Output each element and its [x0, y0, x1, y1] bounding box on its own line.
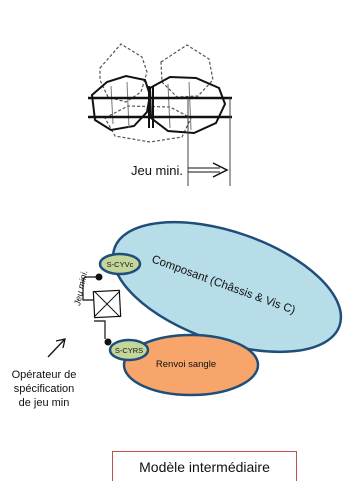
operator-pointer-arrowhead: [55, 338, 66, 349]
gap-operator-symbol: [92, 289, 122, 319]
operator-caption-line2: spécification: [14, 383, 75, 395]
operator-caption-line3: de jeu min: [19, 397, 70, 409]
surface-label-cyvc: S-CYVc: [107, 260, 134, 269]
connector-upper: [82, 276, 96, 301]
strap-label: Renvoi sangle: [156, 359, 216, 370]
strap-ellipse: [122, 333, 260, 397]
gap-label: Jeu mini.: [131, 163, 183, 178]
top-figure: Jeu mini.: [88, 43, 232, 186]
bottom-figure: Composant (Châssis & Vis C) Renvoi sangl…: [12, 220, 343, 409]
surface-node-cyvc: [98, 252, 142, 276]
connector-dot: [95, 273, 103, 281]
model-caption: Modèle intermédiaire: [139, 458, 270, 475]
dashed-part-outline-left: [99, 43, 148, 103]
inner-sketch-lines: [110, 81, 192, 131]
operator-caption-line1: Opérateur de: [12, 369, 77, 381]
solid-part-outline-left: [90, 74, 152, 132]
operator-gap-label: Jeu mini.: [72, 269, 89, 307]
connector-dot: [104, 338, 112, 346]
operator-pointer-arrow: [47, 339, 65, 358]
dashed-part-outline-lower: [104, 105, 192, 143]
model-caption-box: Modèle intermédiaire: [112, 451, 297, 481]
solid-part-outline-right: [148, 75, 227, 135]
surface-label-cyrs: S-CYRS: [115, 346, 143, 355]
surface-node-cyrs: [108, 338, 150, 362]
dashed-part-outline-right: [160, 44, 214, 98]
connector-lower: [94, 320, 106, 339]
gap-arrow-head: [212, 162, 229, 178]
